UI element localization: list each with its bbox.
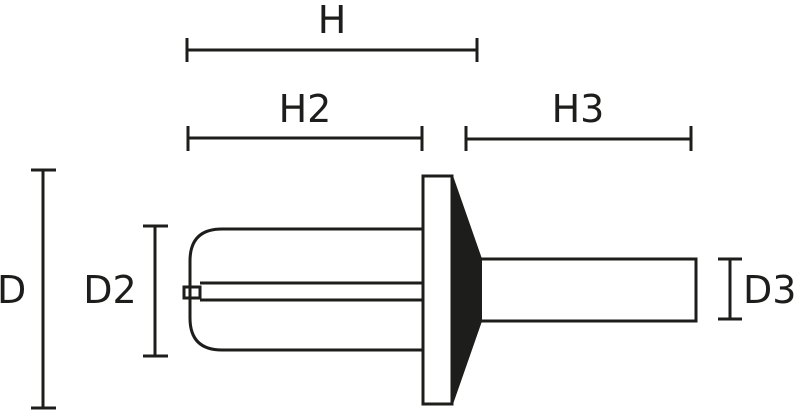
dimension-h3: H3 [464,87,693,151]
label-d3: D3 [743,268,796,312]
dimension-h2: H2 [186,87,424,151]
label-h2: H2 [279,87,332,131]
flange-head [421,174,454,406]
label-h: H [318,0,347,42]
label-d2: D2 [83,268,136,312]
label-d: D [0,268,26,312]
label-h3: H3 [552,87,605,131]
rivet-body [182,227,422,352]
dimension-d: D [0,168,56,410]
slot-tab [182,285,202,300]
dimension-d2: D2 [83,224,168,358]
cone-section [451,175,482,405]
dimension-d3: D3 [718,257,796,321]
pin-shaft [481,257,698,323]
dimension-h: H [185,0,479,62]
